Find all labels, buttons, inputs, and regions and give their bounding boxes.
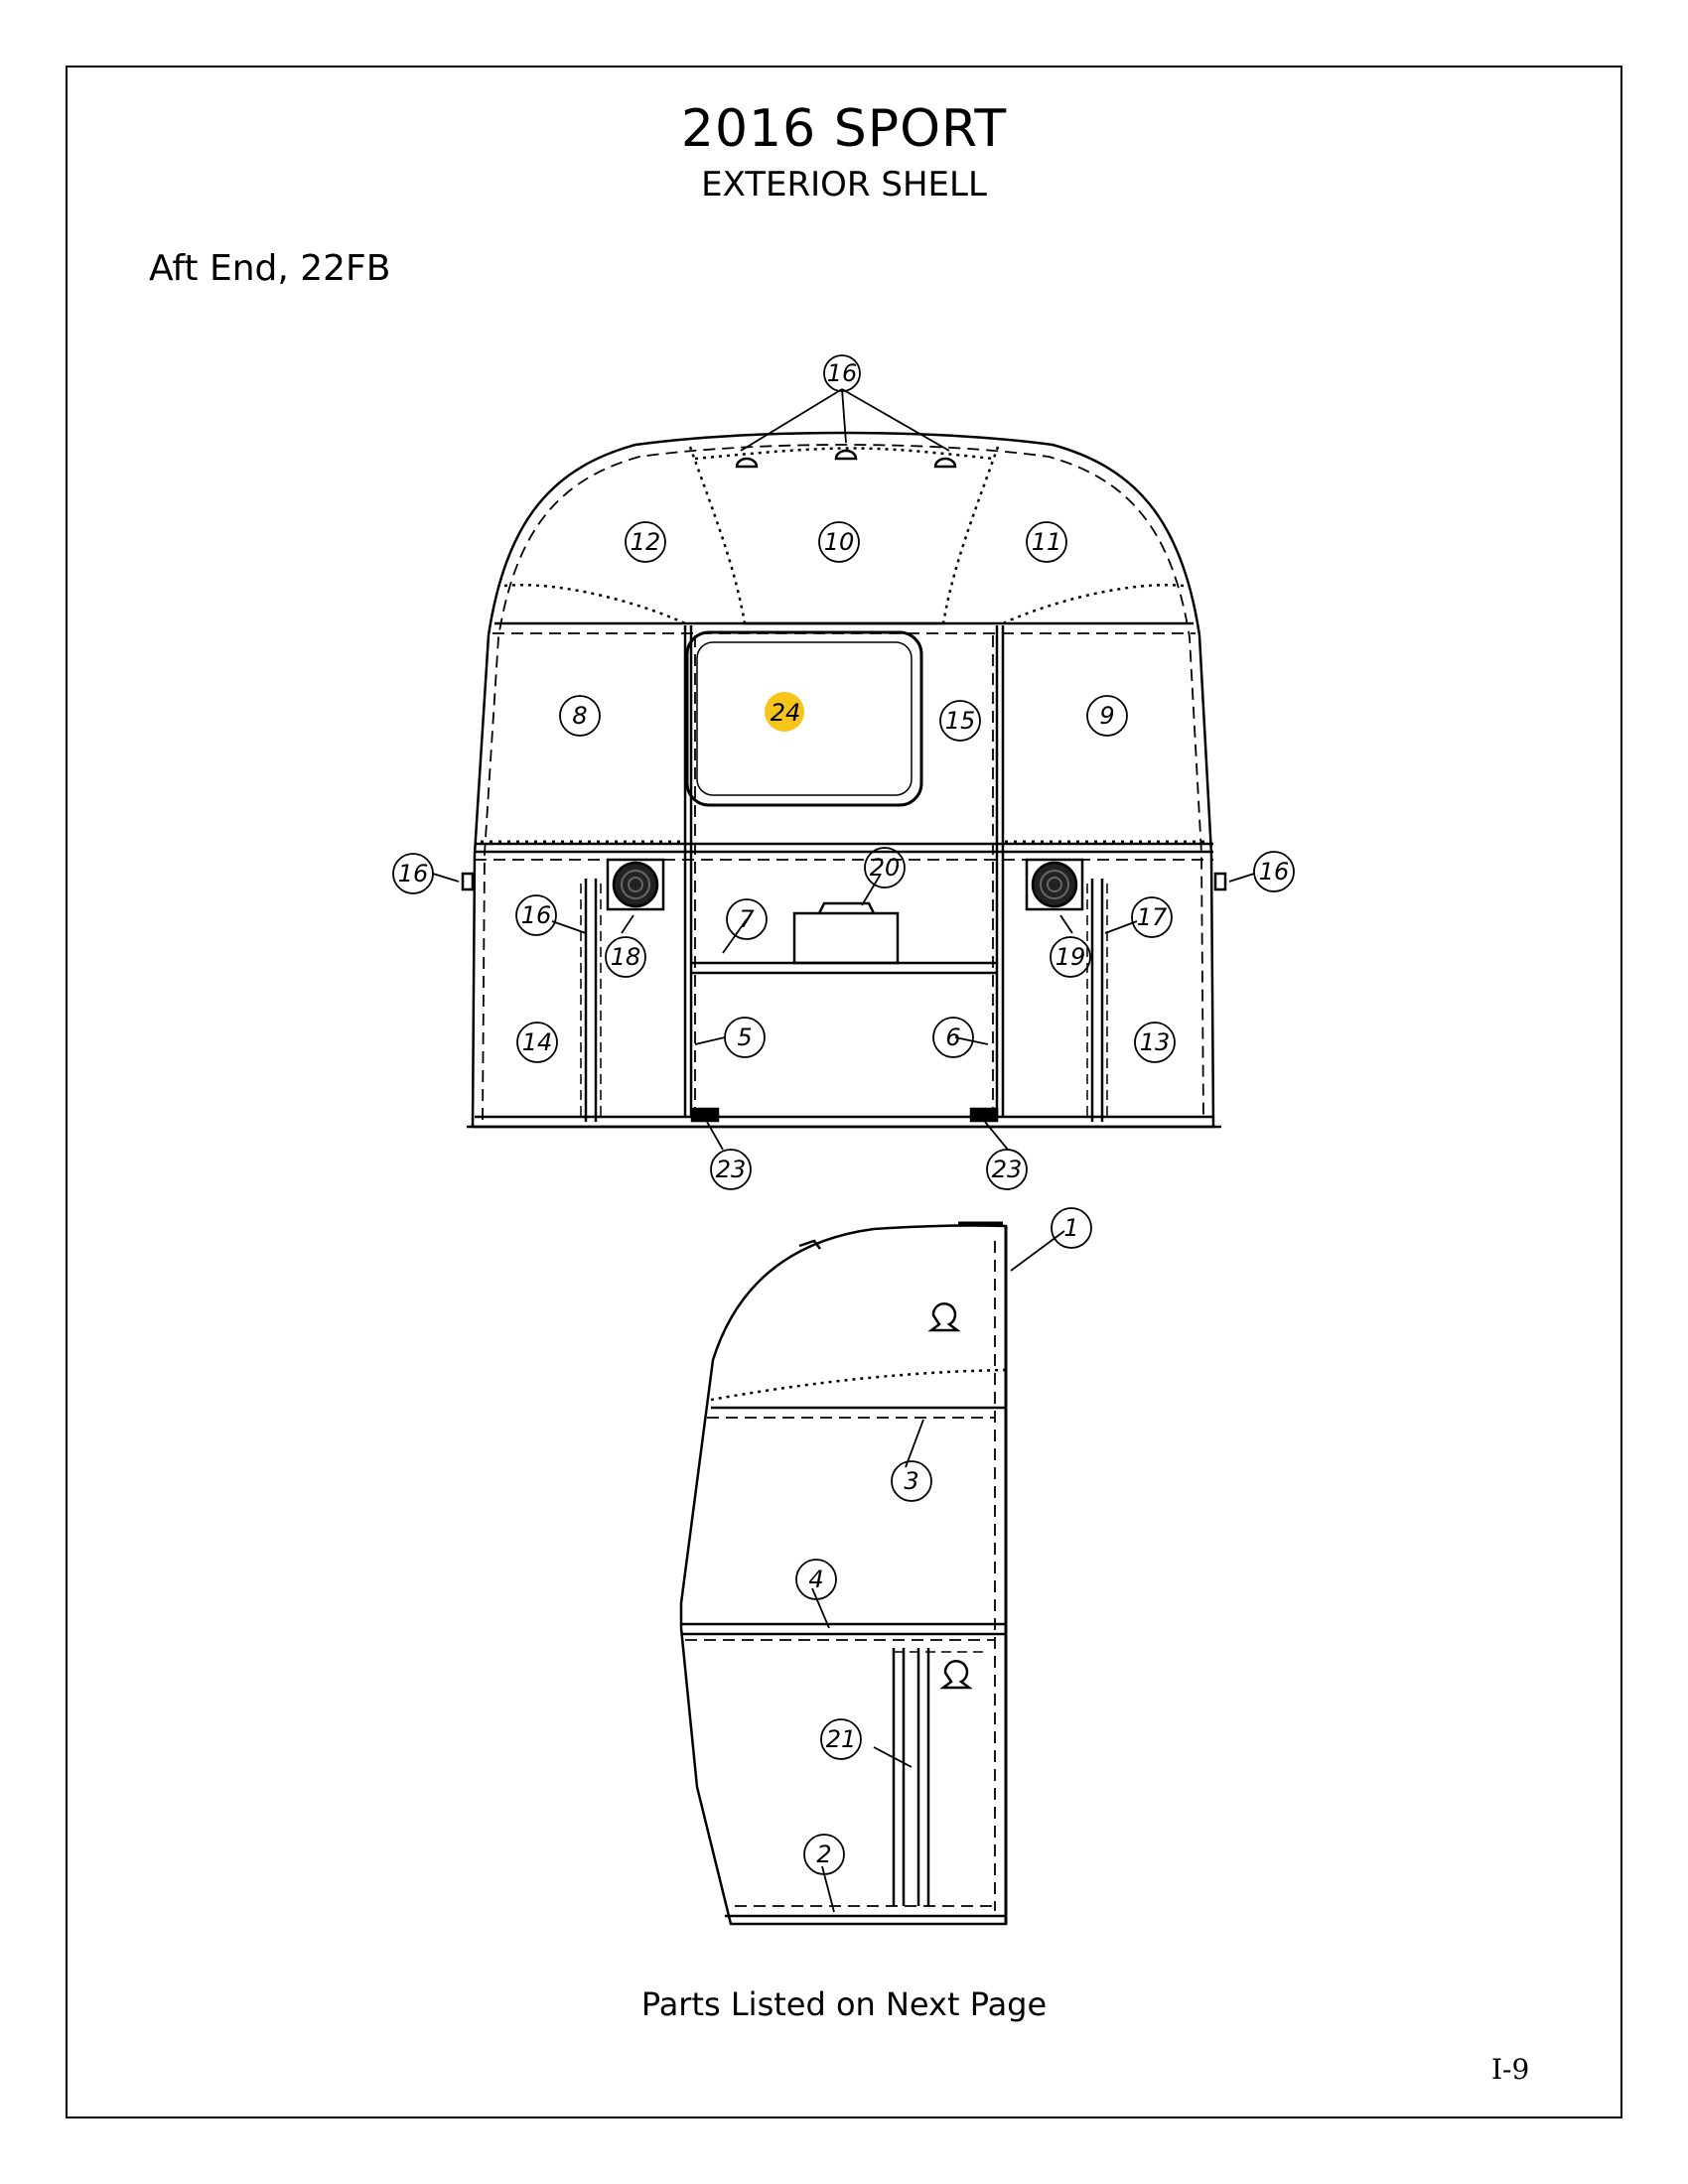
svg-text:16: 16 <box>398 860 429 887</box>
callout-23-right: 23 <box>986 1149 1028 1190</box>
svg-text:16: 16 <box>827 359 858 387</box>
callout-22: 20 <box>864 847 906 888</box>
roof-marker-light-left <box>735 457 759 469</box>
page-title: 2016 SPORT <box>680 99 1008 159</box>
svg-text:10: 10 <box>824 528 855 556</box>
svg-text:24: 24 <box>771 699 801 727</box>
callout-16-right: 16 <box>1253 851 1295 892</box>
callout-4: 4 <box>795 1559 837 1600</box>
svg-text:13: 13 <box>1140 1028 1171 1056</box>
svg-text:16: 16 <box>521 901 552 929</box>
callout-19: 17 <box>1131 896 1173 938</box>
keyhole-lower <box>939 1659 973 1690</box>
svg-text:16: 16 <box>1259 858 1290 886</box>
tail-light-right <box>1025 858 1084 911</box>
callout-21: 19 <box>1050 936 1091 978</box>
svg-text:23: 23 <box>992 1156 1023 1183</box>
callout-7: 7 <box>726 898 768 940</box>
svg-text:1: 1 <box>1063 1214 1078 1242</box>
svg-text:4: 4 <box>808 1566 823 1593</box>
callout-11: 11 <box>1026 521 1067 563</box>
side-shell-outline <box>679 1224 1008 1926</box>
callout-16-top: 16 <box>823 354 861 392</box>
callout-15: 15 <box>939 700 981 742</box>
license-plate-bracket <box>792 911 900 965</box>
svg-text:5: 5 <box>737 1024 752 1051</box>
svg-text:14: 14 <box>522 1028 553 1056</box>
svg-text:2: 2 <box>816 1841 831 1868</box>
callout-8: 8 <box>559 695 601 737</box>
callout-3: 3 <box>891 1460 932 1502</box>
svg-text:7: 7 <box>739 905 755 933</box>
side-marker-left <box>461 872 475 891</box>
parts-note: Parts Listed on Next Page <box>640 1985 1048 2023</box>
callout-13: 13 <box>1134 1022 1176 1063</box>
page-number: I-9 <box>1491 2053 1530 2086</box>
stabilizer-pad-right <box>969 1107 999 1123</box>
svg-text:12: 12 <box>631 528 661 556</box>
svg-text:19: 19 <box>1055 943 1086 971</box>
svg-text:18: 18 <box>611 943 641 971</box>
page-border <box>66 66 1622 2118</box>
callout-5: 5 <box>724 1017 766 1058</box>
callout-9: 9 <box>1086 695 1128 737</box>
side-view <box>679 1221 1008 1926</box>
rear-shell-outline <box>471 431 1215 1129</box>
callout-24: 24 <box>771 699 801 727</box>
svg-text:17: 17 <box>1137 903 1168 931</box>
svg-text:3: 3 <box>904 1467 918 1495</box>
keyhole-upper <box>927 1301 961 1332</box>
svg-text:6: 6 <box>945 1024 960 1051</box>
side-marker-right <box>1213 872 1227 891</box>
rear-view <box>461 431 1227 1129</box>
callout-10: 10 <box>818 521 860 563</box>
callout-16-left: 16 <box>392 853 434 894</box>
svg-text:23: 23 <box>716 1156 747 1183</box>
callout-6: 6 <box>932 1017 974 1058</box>
svg-text:9: 9 <box>1099 702 1114 730</box>
callout-12: 12 <box>625 521 666 563</box>
callout-18: 16 <box>515 894 557 936</box>
tail-light-left <box>606 858 665 911</box>
callout-23-left: 23 <box>710 1149 752 1190</box>
page-subtitle: EXTERIOR SHELL <box>701 165 987 205</box>
highlight-marker-24 <box>765 692 804 732</box>
roof-marker-light-right <box>933 457 957 469</box>
stabilizer-pad-left <box>690 1107 720 1123</box>
callout-20: 18 <box>605 936 646 978</box>
svg-text:21: 21 <box>826 1725 857 1753</box>
callout-14: 14 <box>516 1022 558 1063</box>
section-label: Aft End, 22FB <box>149 248 391 289</box>
callout-2: 2 <box>803 1834 845 1875</box>
callout-1: 1 <box>1051 1207 1092 1249</box>
svg-text:8: 8 <box>572 702 587 730</box>
svg-text:20: 20 <box>870 854 901 882</box>
svg-text:11: 11 <box>1032 528 1062 556</box>
callout-17: 21 <box>820 1718 862 1760</box>
rear-window <box>685 630 923 807</box>
roof-marker-light-center <box>834 449 858 461</box>
svg-text:15: 15 <box>945 707 976 735</box>
